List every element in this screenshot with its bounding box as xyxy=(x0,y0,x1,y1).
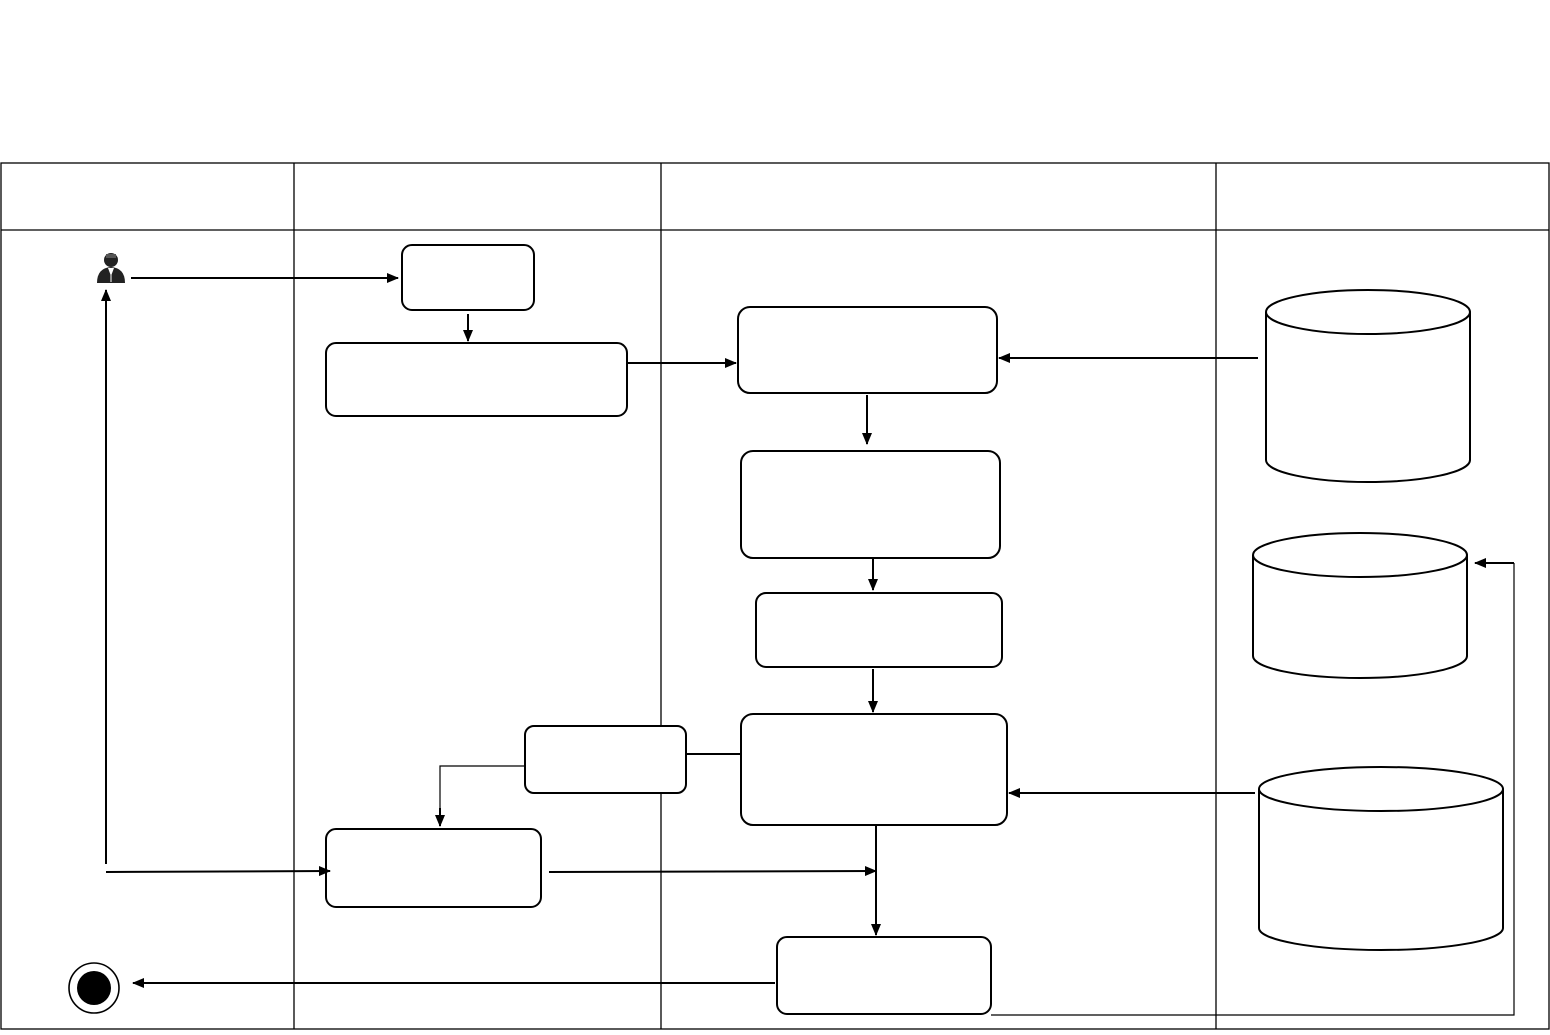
user-icon xyxy=(97,253,125,283)
lanes-outline xyxy=(0,162,1550,1030)
line-small-to-result xyxy=(439,765,525,826)
result-activity xyxy=(325,828,542,908)
database-1 xyxy=(1265,289,1471,483)
swimlane-frame xyxy=(0,162,1550,1030)
end-node xyxy=(68,962,120,1014)
flow-connectors xyxy=(101,273,1515,1016)
step2-activity xyxy=(740,450,1001,559)
login-activity xyxy=(401,244,535,311)
step4-activity xyxy=(740,713,1008,826)
arrow-actor-to-result xyxy=(105,866,331,877)
database-3 xyxy=(1258,766,1504,951)
arrow-result-to-merge xyxy=(548,866,877,877)
request-activity xyxy=(325,342,628,417)
database-2 xyxy=(1252,532,1468,679)
step3-activity xyxy=(755,592,1003,668)
line-final-to-db2 xyxy=(991,563,1515,1016)
process-activity xyxy=(737,306,998,394)
final-activity xyxy=(776,936,992,1015)
small-activity xyxy=(524,725,687,794)
